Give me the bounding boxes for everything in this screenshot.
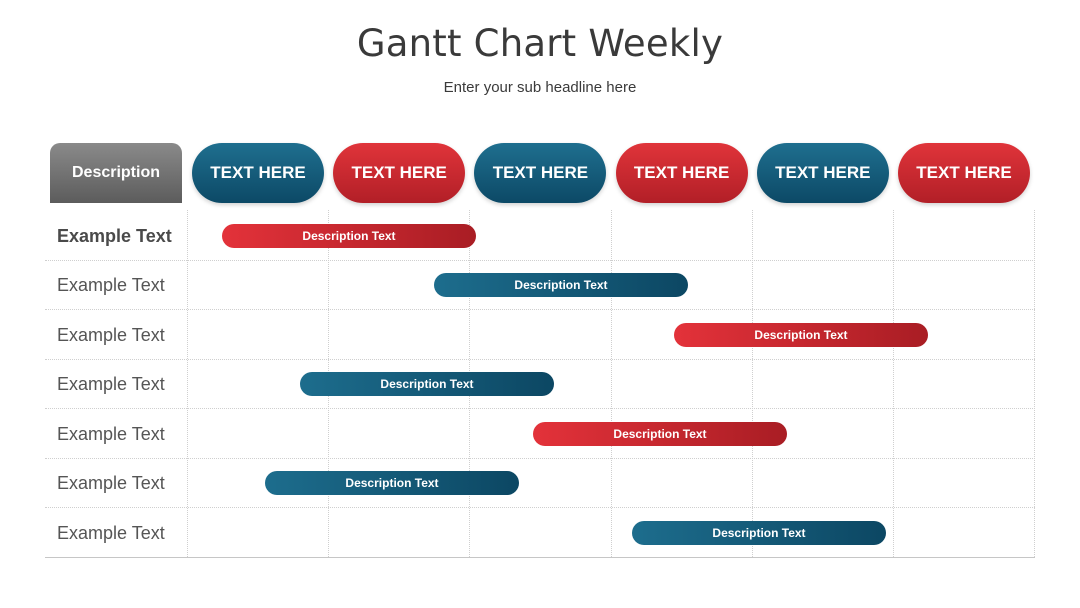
grid-line-horizontal [45, 507, 1035, 508]
column-header-1: TEXT HERE [192, 143, 324, 203]
description-header: Description [50, 143, 182, 203]
grid-line-vertical [610, 210, 612, 557]
gantt-bar: Description Text [265, 471, 519, 495]
row-label: Example Text [57, 374, 165, 394]
gantt-bar: Description Text [222, 224, 476, 248]
row-label: Example Text [57, 473, 165, 493]
gantt-bar: Description Text [300, 372, 554, 396]
grid-line-horizontal [45, 557, 1035, 558]
gantt-bar: Description Text [674, 323, 928, 347]
page-subtitle: Enter your sub headline here [443, 79, 637, 96]
grid-line-horizontal [45, 309, 1035, 310]
grid-line-vertical [1034, 210, 1036, 557]
grid-line-vertical [187, 210, 188, 557]
grid-line-vertical [893, 210, 894, 557]
column-header-6: TEXT HERE [898, 143, 1030, 203]
row-label: Example Text [57, 226, 172, 246]
row-label: Example Text [57, 523, 165, 543]
column-header-5: TEXT HERE [756, 143, 889, 203]
grid-line-horizontal [45, 260, 1035, 261]
column-header-4: TEXT HERE [615, 143, 748, 203]
gantt-bar: Description Text [533, 422, 787, 446]
gantt-bar: Description Text [434, 273, 688, 297]
grid-line-vertical [751, 210, 753, 557]
row-label: Example Text [57, 275, 165, 295]
row-label: Example Text [57, 325, 165, 345]
row-label: Example Text [57, 424, 165, 444]
column-header-2: TEXT HERE [333, 143, 466, 203]
grid-line-horizontal [45, 408, 1035, 409]
gantt-bar: Description Text [632, 521, 886, 545]
grid-line-horizontal [45, 458, 1035, 459]
column-header-3: TEXT HERE [474, 143, 607, 203]
page-title: Gantt Chart Weekly [356, 22, 724, 65]
grid-line-horizontal [45, 359, 1035, 360]
